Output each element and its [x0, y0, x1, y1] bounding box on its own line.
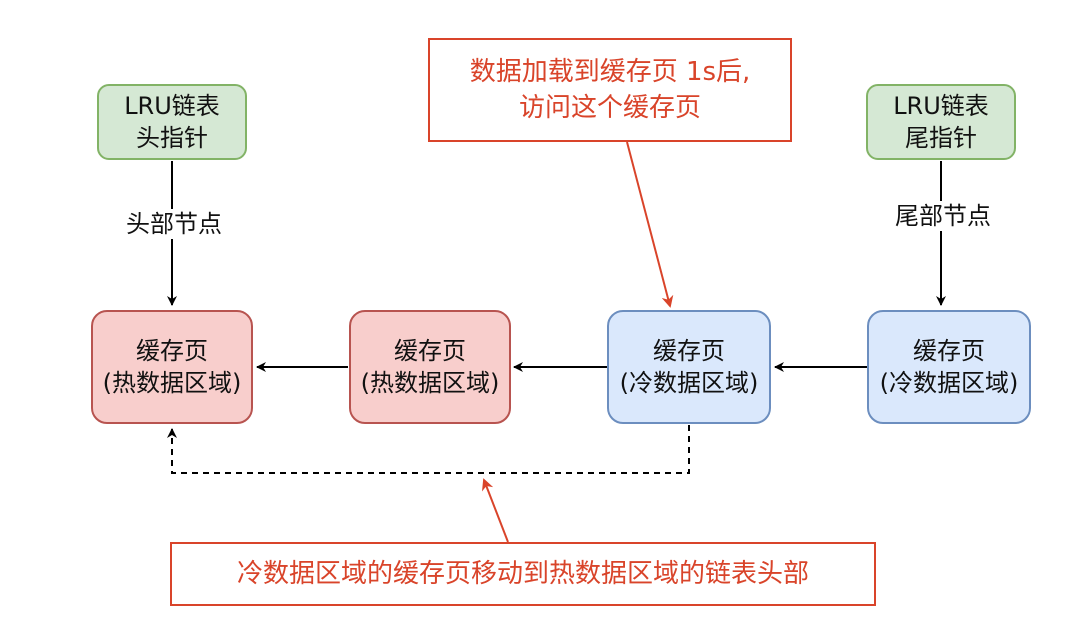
- bottom-note-arrow: [482, 478, 509, 543]
- cache-page-title: 缓存页: [913, 337, 985, 365]
- tail-pointer-line1: LRU链表: [893, 92, 989, 120]
- cache-page-region: (热数据区域): [360, 369, 500, 397]
- cache-page-region: (冷数据区域): [619, 369, 759, 397]
- cache-page-title: 缓存页: [136, 337, 208, 365]
- top-annotation-note: 数据加载到缓存页 1s后, 访问这个缓存页: [428, 38, 792, 142]
- cache-page-hot-1: 缓存页 (热数据区域): [91, 310, 253, 424]
- lru-head-pointer-box: LRU链表 头指针: [97, 84, 247, 160]
- bottom-annotation-note: 冷数据区域的缓存页移动到热数据区域的链表头部: [170, 542, 876, 606]
- top-note-line1: 数据加载到缓存页 1s后,: [469, 57, 751, 87]
- head-node-label-text: 头部节点: [126, 210, 222, 238]
- tail-node-label-text: 尾部节点: [895, 202, 991, 230]
- head-pointer-line1: LRU链表: [124, 92, 220, 120]
- top-note-line2: 访问这个缓存页: [518, 93, 701, 123]
- head-node-edge-label: 头部节点: [112, 209, 236, 239]
- dashed-move-arrow: [167, 425, 690, 474]
- tail-pointer-line2: 尾指针: [905, 124, 977, 152]
- cache-page-region: (冷数据区域): [879, 369, 1019, 397]
- lru-tail-pointer-box: LRU链表 尾指针: [866, 84, 1016, 160]
- cache-page-region: (热数据区域): [102, 369, 242, 397]
- bottom-note-text: 冷数据区域的缓存页移动到热数据区域的链表头部: [236, 559, 809, 589]
- cache-page-title: 缓存页: [394, 337, 466, 365]
- tail-node-edge-label: 尾部节点: [881, 201, 1005, 231]
- cache-page-cold-2: 缓存页 (冷数据区域): [867, 310, 1031, 424]
- cache-page-cold-1: 缓存页 (冷数据区域): [607, 310, 771, 424]
- top-note-arrow: [626, 141, 674, 308]
- cache-page-hot-2: 缓存页 (热数据区域): [349, 310, 511, 424]
- cache-page-title: 缓存页: [653, 337, 725, 365]
- head-pointer-line2: 头指针: [136, 124, 208, 152]
